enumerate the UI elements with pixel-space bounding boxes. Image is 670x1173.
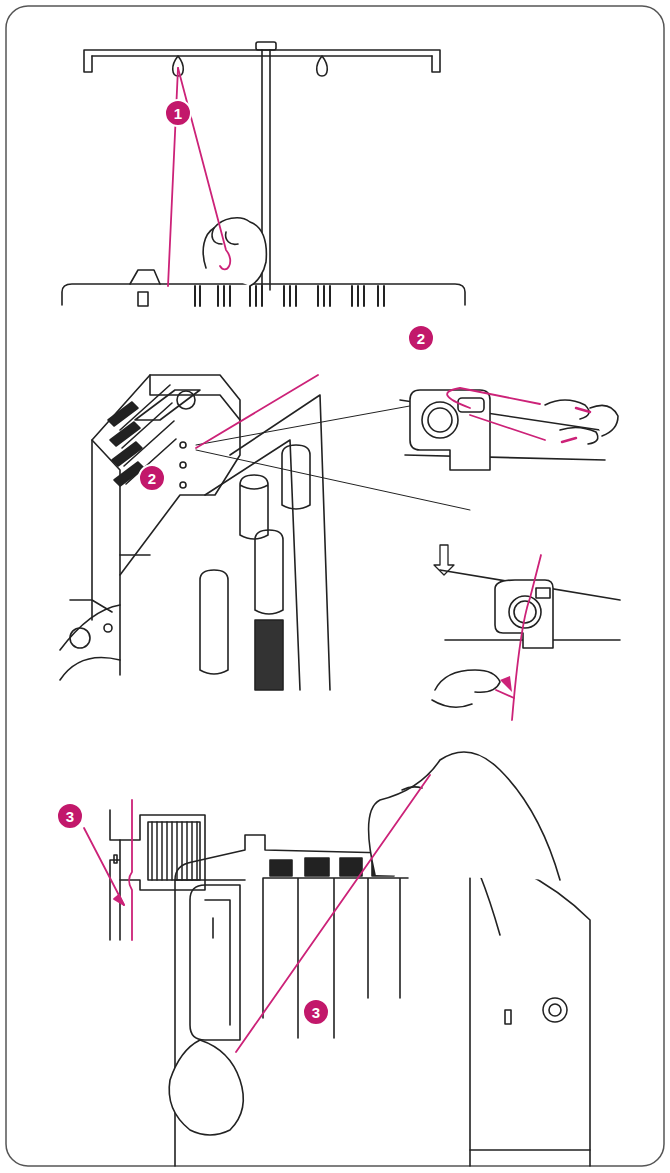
thread (447, 388, 590, 720)
callout-number: 3 (303, 999, 329, 1025)
thread (196, 375, 318, 448)
thread (84, 800, 132, 940)
thread (236, 775, 430, 1052)
frame (6, 6, 664, 1166)
callout-number: 2 (139, 465, 165, 491)
callout-number: 1 (165, 100, 191, 126)
thread-guide-detail (400, 390, 620, 707)
callout-circle (57, 100, 434, 1025)
callout-number: 2 (408, 325, 434, 351)
machine-front (169, 752, 590, 1166)
callout-number: 3 (57, 803, 83, 829)
thread-stand (62, 42, 465, 306)
machine-view (60, 375, 470, 690)
